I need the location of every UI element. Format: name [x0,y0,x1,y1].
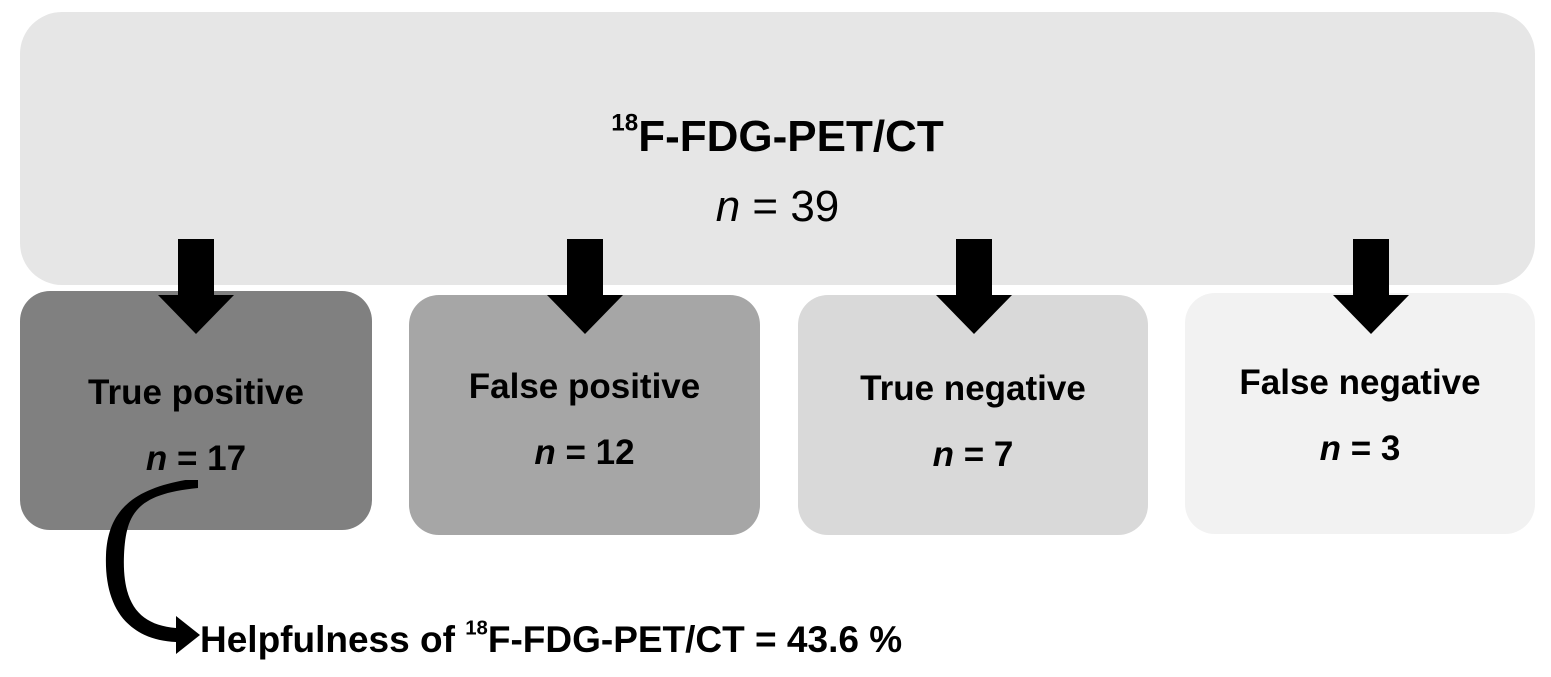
false-negative-n-value: = 3 [1341,429,1401,468]
false-positive-n-value: = 12 [555,433,635,472]
title-superscript: 18 [611,109,639,137]
false-negative-n-variable: n [1319,429,1342,468]
helpfulness-value: F-FDG-PET/CT = 43.6 % [487,619,903,660]
total-n-variable: n [715,182,741,231]
down-arrow-icon [158,239,234,334]
false-negative-box: False negative n = 3 [1185,293,1535,534]
true-negative-box: True negative n = 7 [798,295,1148,535]
true-positive-count: n = 17 [20,439,372,479]
down-arrow-icon [936,239,1012,334]
total-box: 18F-FDG-PET/CT n = 39 [20,12,1535,285]
true-negative-n-variable: n [932,435,955,474]
false-positive-box: False positive n = 12 [409,295,760,535]
helpfulness-prefix: Helpfulness of [200,619,466,660]
true-positive-label: True positive [88,373,304,412]
title-text: F-FDG-PET/CT [638,112,944,161]
true-negative-n-value: = 7 [954,435,1014,474]
false-positive-count: n = 12 [409,433,760,473]
total-n-value: = 39 [740,182,840,231]
true-positive-n-value: = 17 [167,439,247,478]
false-negative-count: n = 3 [1185,429,1535,469]
false-negative-label: False negative [1239,363,1481,402]
helpfulness-result: Helpfulness of 18F-FDG-PET/CT = 43.6 % [200,618,902,662]
false-positive-label: False positive [468,367,701,406]
down-arrow-icon [1333,239,1409,334]
false-positive-n-variable: n [534,433,556,472]
modality-title: 18F-FDG-PET/CT [20,109,1535,162]
true-negative-label: True negative [860,369,1086,408]
helpfulness-superscript: 18 [465,617,488,640]
down-arrow-icon [547,239,623,334]
true-positive-n-variable: n [145,439,168,478]
total-count: n = 39 [20,182,1535,232]
curved-arrow-icon [105,480,200,654]
true-negative-count: n = 7 [798,435,1148,475]
